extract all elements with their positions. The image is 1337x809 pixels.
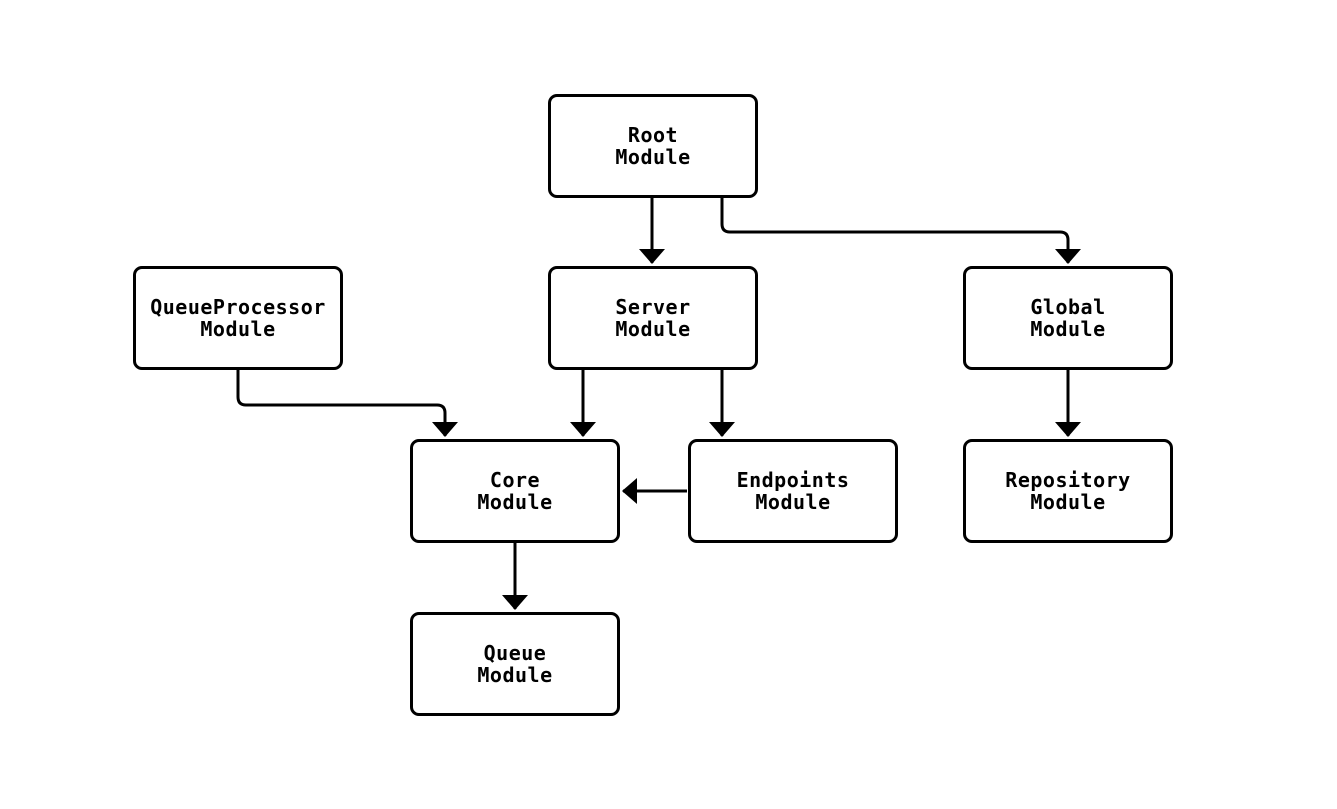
node-endpoints-module-label: Endpoints Module [736, 468, 850, 514]
node-global-module-label: Global Module [1030, 295, 1106, 341]
node-server-module-label: Server Module [615, 295, 691, 341]
edge-root-module-to-global-module [720, 198, 1081, 264]
edge-queueprocessor-module-to-core-module [236, 370, 458, 437]
node-queueprocessor-module-label: QueueProcessor Module [150, 295, 326, 341]
node-root-module: Root Module [548, 94, 758, 198]
node-queue-module: Queue Module [410, 612, 620, 716]
node-core-module: Core Module [410, 439, 620, 543]
node-repository-module: Repository Module [963, 439, 1173, 543]
node-queue-module-label: Queue Module [477, 641, 553, 687]
node-queueprocessor-module: QueueProcessor Module [133, 266, 343, 370]
node-server-module: Server Module [548, 266, 758, 370]
node-root-module-label: Root Module [615, 123, 691, 169]
node-repository-module-label: Repository Module [1005, 468, 1131, 514]
node-core-module-label: Core Module [477, 468, 553, 514]
node-endpoints-module: Endpoints Module [688, 439, 898, 543]
node-global-module: Global Module [963, 266, 1173, 370]
